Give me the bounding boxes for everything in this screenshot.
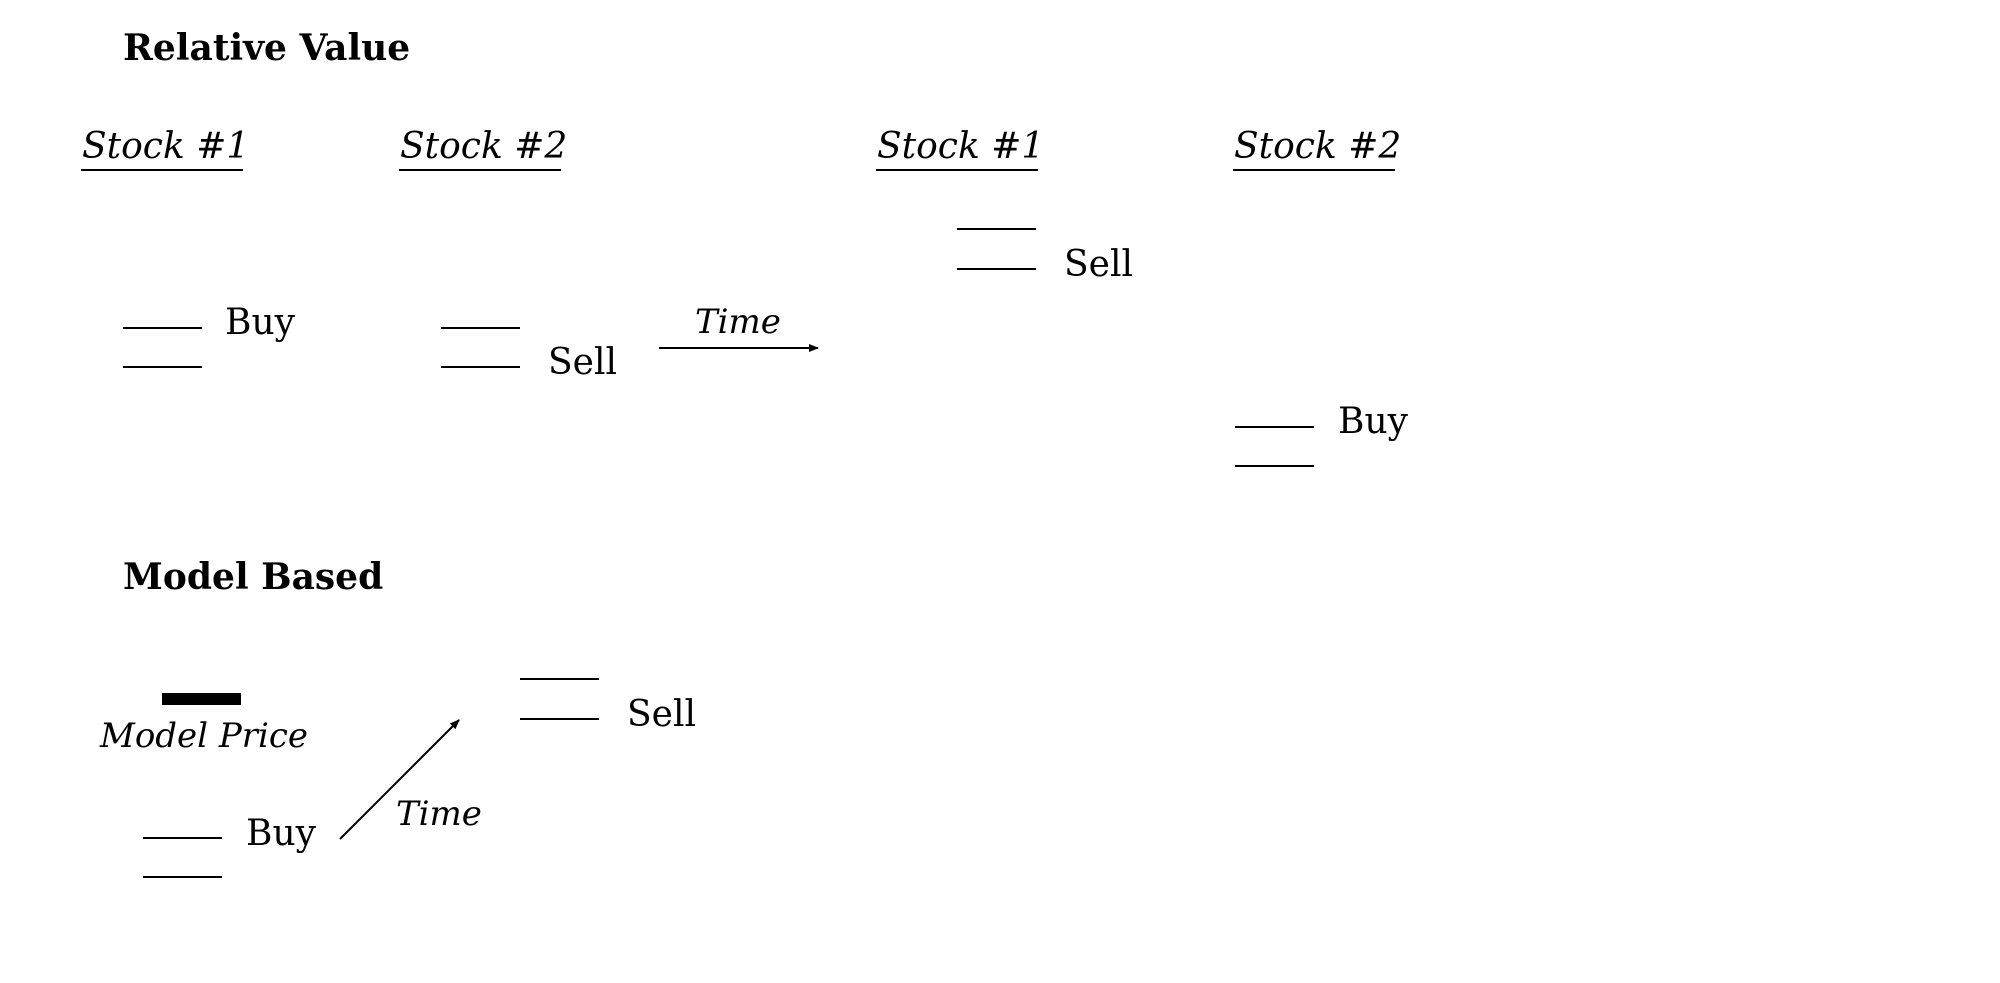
relative-value-heading: Relative Value — [123, 27, 410, 69]
after-stock2-action: Buy — [1338, 401, 1409, 442]
before-stock2-action: Sell — [548, 342, 617, 383]
model-price-label: Model Price — [99, 716, 308, 756]
after-stock1-label: Stock #1 — [877, 126, 1044, 167]
after-stock2-label: Stock #2 — [1234, 126, 1401, 167]
after-stock1-action: Sell — [1064, 244, 1133, 285]
model-based-time-label: Time — [396, 794, 482, 834]
model-based-heading: Model Based — [123, 556, 383, 598]
before-stock1-label: Stock #1 — [82, 126, 249, 167]
relative-value-time-label: Time — [695, 302, 781, 342]
before-stock1-action: Buy — [225, 302, 296, 343]
model-based-time-arrow — [339, 719, 460, 840]
model-based-buy-label: Buy — [246, 813, 317, 854]
before-stock2-label: Stock #2 — [400, 126, 567, 167]
model-based-sell-label: Sell — [627, 694, 696, 735]
